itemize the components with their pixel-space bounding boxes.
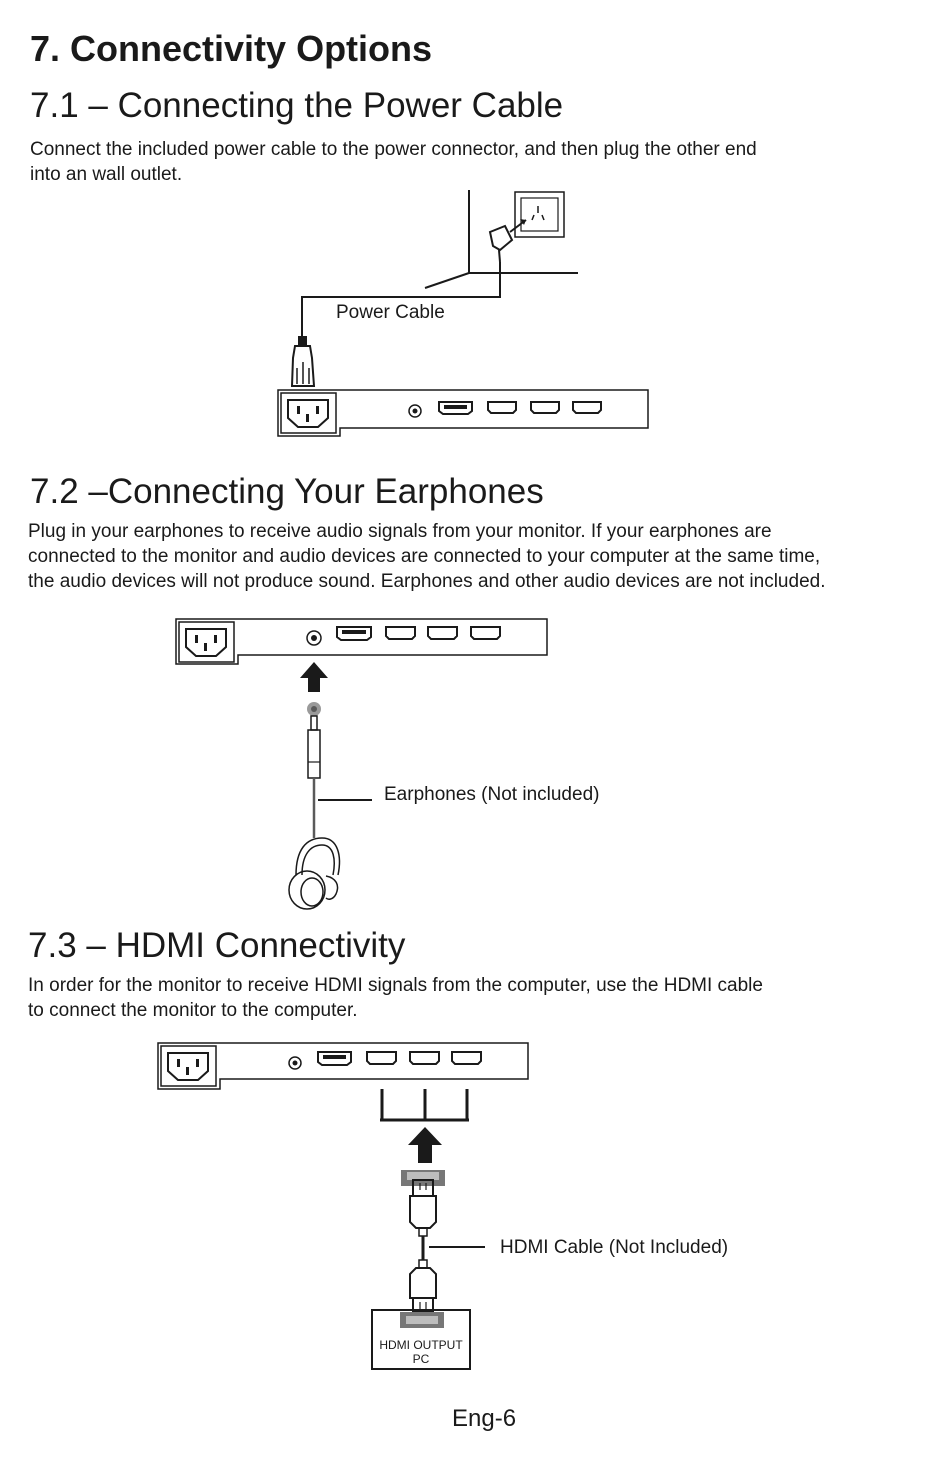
section-title-earphones: 7.2 –Connecting Your Earphones <box>30 472 544 511</box>
section-text-power: Connect the included power cable to the … <box>30 137 757 187</box>
page-heading: 7. Connectivity Options <box>30 28 433 69</box>
paragraph-line: the audio devices will not produce sound… <box>28 571 826 592</box>
hdmi-port-icon <box>438 401 473 415</box>
headphones-icon <box>288 837 341 910</box>
paragraph-line: connected to the monitor and audio devic… <box>28 546 821 567</box>
paragraph-line: to connect the monitor to the computer. <box>28 1000 358 1021</box>
section-text-earphones: Plug in your earphones to receive audio … <box>28 519 825 594</box>
port-panel <box>157 1042 529 1090</box>
port-bracket <box>380 1089 469 1122</box>
hdmi-port-icon <box>366 1051 397 1065</box>
paragraph-line: In order for the monitor to receive HDMI… <box>28 975 763 996</box>
hdmi-port-icon <box>409 1051 440 1065</box>
hdmi-connector-icon <box>409 1259 437 1313</box>
port-panel <box>277 389 649 437</box>
iec-connector-icon <box>290 336 316 387</box>
power-cable-label: Power Cable <box>336 302 445 323</box>
hdmi-cable-label: HDMI Cable (Not Included) <box>500 1237 729 1258</box>
wall-corner <box>424 190 578 289</box>
hdmi-port-icon <box>427 626 458 640</box>
hdmi-port-icon <box>385 626 416 640</box>
wall-outlet-icon <box>514 191 565 238</box>
ac-socket-icon <box>280 392 337 434</box>
power-cable-line <box>301 262 501 338</box>
hdmi-connector-icon <box>401 1170 445 1237</box>
audio-jack-icon <box>408 404 422 418</box>
section-title-power: 7.1 – Connecting the Power Cable <box>30 86 564 125</box>
hdmi-port-icon <box>336 626 372 641</box>
hdmi-port-icon <box>317 1051 352 1066</box>
pc-box-line: HDMI OUTPUT <box>379 1338 463 1352</box>
ac-socket-icon <box>178 621 235 663</box>
audio-jack-icon <box>288 1056 302 1070</box>
paragraph-line: Plug in your earphones to receive audio … <box>28 521 772 542</box>
audio-jack-icon <box>306 630 322 646</box>
section-text-hdmi: In order for the monitor to receive HDMI… <box>28 973 763 1023</box>
port-panel <box>175 618 548 665</box>
power-plug-icon <box>488 219 527 263</box>
paragraph-line: into an wall outlet. <box>30 164 183 185</box>
section-title-hdmi: 7.3 – HDMI Connectivity <box>28 926 406 965</box>
hdmi-port-icon <box>451 1051 482 1065</box>
pc-box <box>371 1309 471 1370</box>
pc-box-label: HDMI OUTPUT PC <box>372 1338 470 1366</box>
up-arrow-icon <box>408 1127 442 1163</box>
hdmi-port-icon <box>572 401 602 414</box>
earphones-label: Earphones (Not included) <box>384 784 600 805</box>
hdmi-port-icon <box>470 626 501 640</box>
hdmi-port-icon <box>530 401 560 414</box>
paragraph-line: Connect the included power cable to the … <box>30 139 757 160</box>
page-footer: Eng-6 <box>452 1405 517 1432</box>
hdmi-port-icon <box>487 401 517 414</box>
ac-socket-icon <box>160 1045 217 1087</box>
up-arrow-icon <box>300 662 328 692</box>
pc-box-line: PC <box>412 1352 430 1366</box>
